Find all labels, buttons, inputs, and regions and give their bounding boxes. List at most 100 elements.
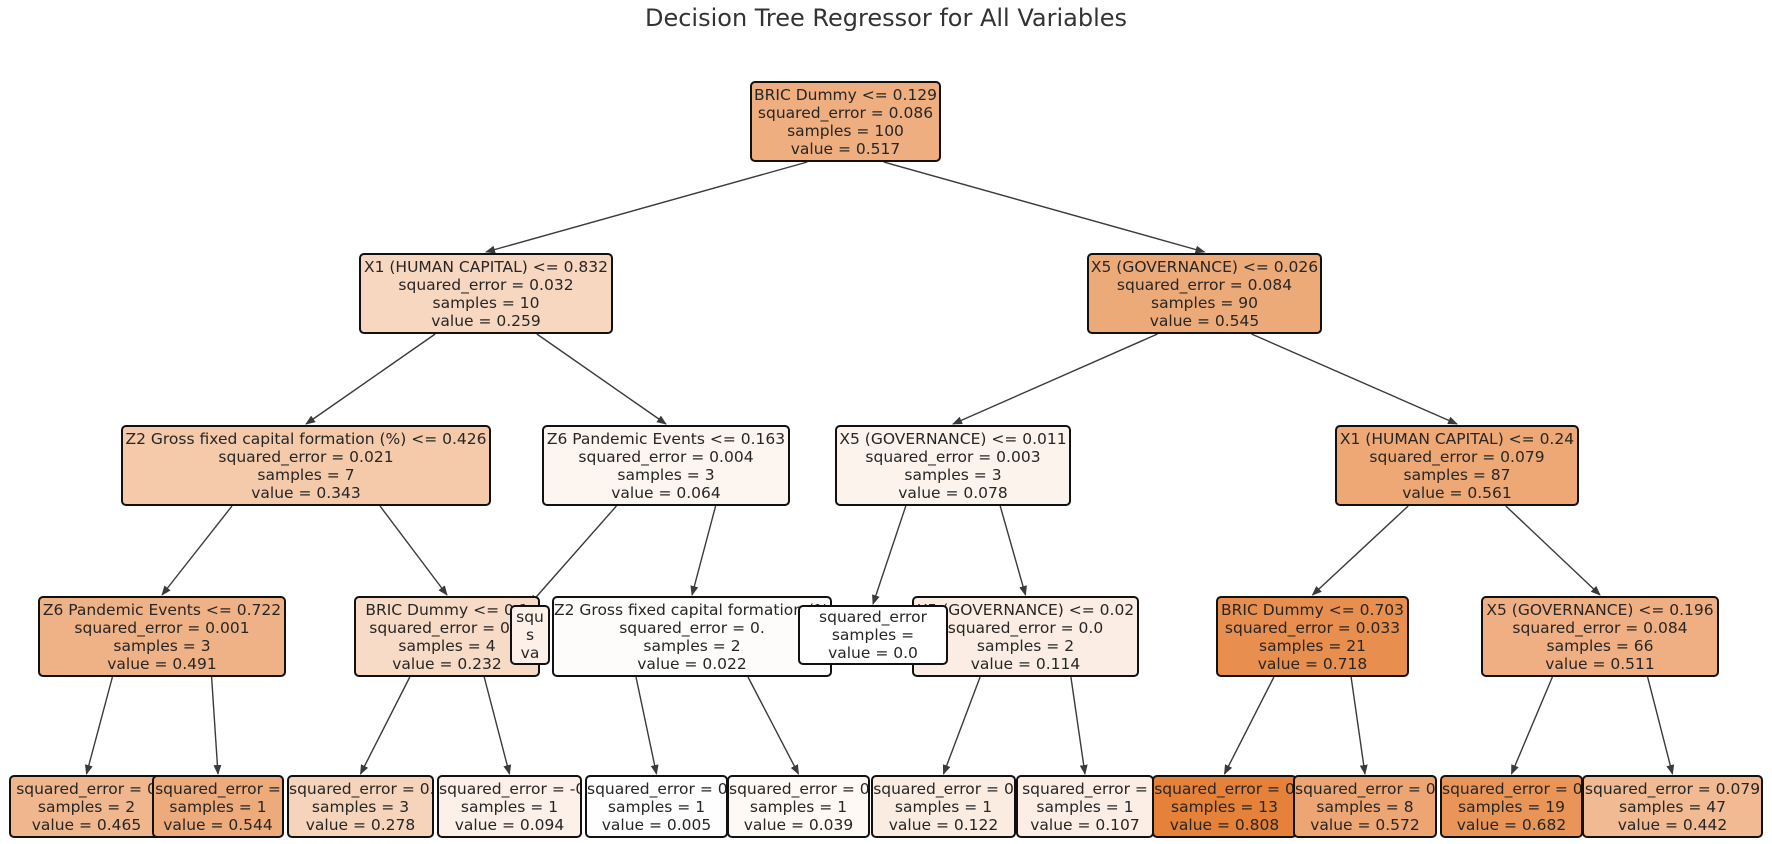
edge-n3-n7 xyxy=(161,505,233,596)
edge-n12-n22 xyxy=(1070,676,1088,775)
node-line: s xyxy=(525,626,535,644)
node-line: samples = 1 xyxy=(1036,797,1134,816)
chart-title: Decision Tree Regressor for All Variable… xyxy=(644,4,1127,32)
node-line: value = 0.544 xyxy=(163,815,273,834)
tree-node-n10: Z2 Gross fixed capital formation (%) <= … xyxy=(552,596,832,677)
node-line: samples = 1 xyxy=(749,797,848,816)
node-line: samples = 2 xyxy=(976,636,1075,655)
node-line: value = 0.517 xyxy=(790,139,901,158)
node-line: X5 (GOVERNANCE) <= 0.011 xyxy=(839,429,1067,448)
node-line: value = 0.718 xyxy=(1257,654,1368,673)
node-line: squared_error = 0. xyxy=(619,618,765,637)
edge-n14-n25 xyxy=(1510,676,1554,775)
edge-n8-n17 xyxy=(359,676,411,775)
node-line: squared_error = 0.0 xyxy=(947,618,1104,637)
node-line: squared_error = 0 xyxy=(587,779,728,798)
edge-n6-n14 xyxy=(1505,505,1601,596)
node-line: value = 0.122 xyxy=(888,815,999,834)
node-line: samples = 2 xyxy=(37,797,136,816)
node-line: samples = 66 xyxy=(1546,636,1654,655)
node-line: squared_error = 0. xyxy=(289,779,434,798)
node-line: value = 0.259 xyxy=(431,311,541,330)
node-line: squared_error = 0.001 xyxy=(74,618,250,637)
node-line: Z6 Pandemic Events <= 0.163 xyxy=(546,429,786,448)
node-line: X5 (GOVERNANCE) <= 0.026 xyxy=(1090,257,1319,276)
node-line: value = 0.511 xyxy=(1545,654,1655,673)
node-line: value = 0.491 xyxy=(107,654,217,673)
node-line: squared_error = 0.004 xyxy=(578,447,754,466)
edge-n4-n9 xyxy=(529,505,617,605)
edge-n2-n6 xyxy=(1251,333,1458,425)
node-line: squ xyxy=(516,608,544,626)
edge-n12-n21 xyxy=(942,676,981,775)
node-line: samples = 3 xyxy=(311,797,410,816)
node-line: squared_error = xyxy=(1022,779,1148,798)
node-line: value = 0.572 xyxy=(1310,815,1420,834)
edge-n2-n5 xyxy=(952,333,1158,425)
node-line: squared_error = 0.0 xyxy=(369,618,525,637)
node-line: value = 0.442 xyxy=(1617,815,1728,834)
node-line: samples = 8 xyxy=(1316,797,1414,816)
node-line: samples = 1 xyxy=(894,797,993,816)
node-line: X5 (GOVERNANCE) <= 0.02 xyxy=(916,600,1135,619)
node-line: samples = 90 xyxy=(1151,293,1258,312)
node-line: samples = 1 xyxy=(460,797,559,816)
node-line: squared_error = -0 xyxy=(439,779,582,798)
edge-n0-n2 xyxy=(883,161,1206,254)
node-line: samples = 1 xyxy=(607,797,706,816)
node-line: X1 (HUMAN CAPITAL) <= 0.24 xyxy=(1339,429,1575,448)
node-line: squared_error = 0.079 xyxy=(1369,447,1545,466)
node-line: value = 0.232 xyxy=(392,654,502,673)
edge-n7-n15 xyxy=(84,676,114,775)
node-line: squared_error = 0.033 xyxy=(1224,618,1401,637)
node-line: squared_error = 0.084 xyxy=(1512,618,1688,637)
node-line: squared_error = xyxy=(155,779,281,798)
node-line: samples = 2 xyxy=(643,636,741,655)
node-line: BRIC Dummy <= 0.129 xyxy=(753,85,938,104)
node-line: Z2 Gross fixed capital formation (%) <= … xyxy=(125,429,487,448)
edge-n13-n23 xyxy=(1223,676,1275,775)
node-line: X5 (GOVERNANCE) <= 0.196 xyxy=(1486,600,1714,619)
edge-n5-n11 xyxy=(872,505,907,605)
edge-n8-n18 xyxy=(483,676,512,775)
node-line: samples = 4 xyxy=(398,636,496,655)
node-line: value = 0.039 xyxy=(743,815,854,834)
node-line: value = 0.465 xyxy=(31,815,142,834)
node-line: squared_error = 0.032 xyxy=(398,275,574,294)
node-line: squared_error = 0.021 xyxy=(218,447,394,466)
edge-n3-n8 xyxy=(379,505,448,596)
node-line: BRIC Dummy <= 0.1 xyxy=(365,600,529,619)
node-line: value = 0.682 xyxy=(1456,815,1567,834)
node-line: value = 0.114 xyxy=(970,654,1081,673)
node-line: squared_error = 0.079 xyxy=(1584,779,1761,798)
node-line: value = 0.064 xyxy=(611,483,721,502)
node-line: BRIC Dummy <= 0.703 xyxy=(1220,600,1405,619)
node-line: squared_error xyxy=(819,608,927,626)
edge-n6-n13 xyxy=(1311,505,1409,596)
node-line: samples = 7 xyxy=(257,465,355,484)
node-line: samples = 47 xyxy=(1619,797,1726,816)
